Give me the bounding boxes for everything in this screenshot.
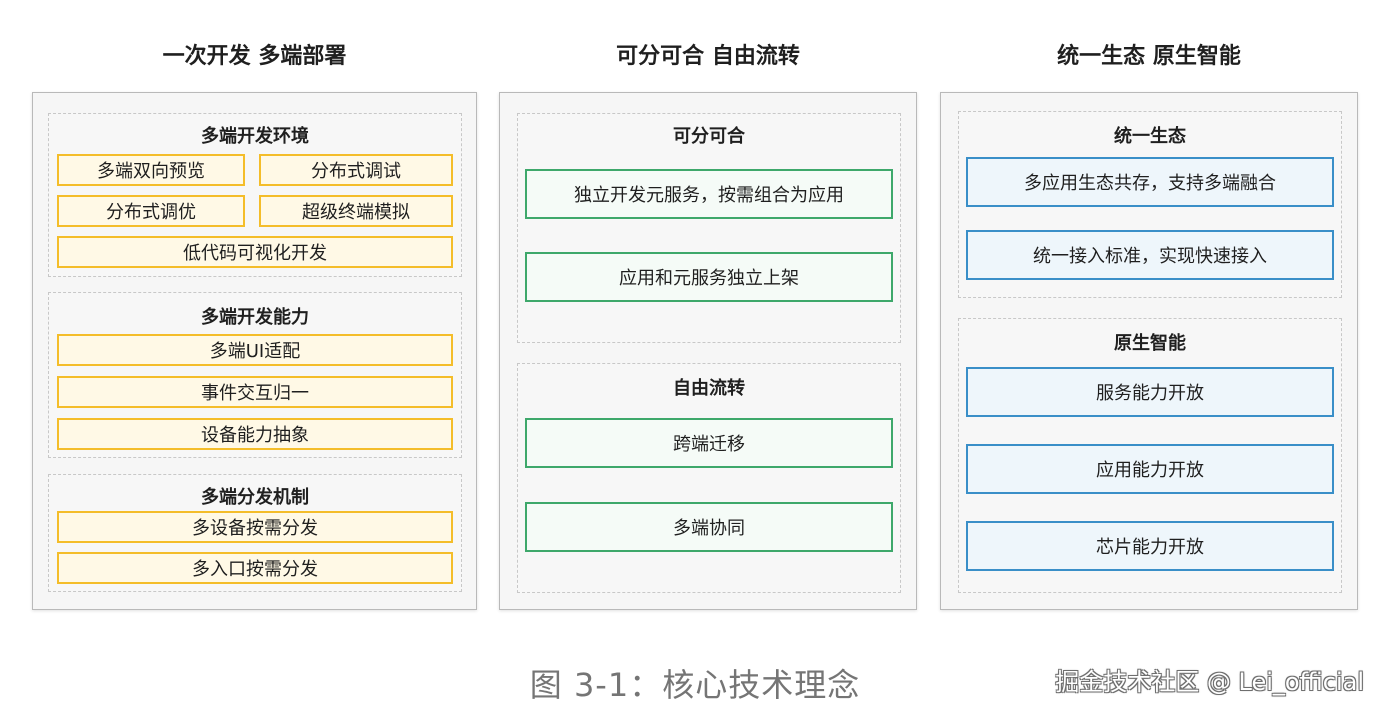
item-chip-capability: 芯片能力开放 bbox=[966, 521, 1334, 571]
column-title-split-flow: 可分可合 自由流转 bbox=[616, 44, 800, 69]
group-title: 可分可合 bbox=[673, 126, 745, 147]
figure-caption: 图 3-1：核心技术理念 bbox=[529, 666, 861, 704]
item-ui-adapt: 多端UI适配 bbox=[57, 334, 453, 366]
item-multi-preview: 多端双向预览 bbox=[57, 154, 245, 186]
panel-dev-deploy: 多端开发环境 多端双向预览 分布式调试 分布式调优 超级终端模拟 低代码可视化开… bbox=[32, 92, 477, 610]
item-distributed-tuning: 分布式调优 bbox=[57, 195, 245, 227]
group-native-ai: 原生智能 服务能力开放 应用能力开放 芯片能力开放 bbox=[958, 318, 1342, 593]
group-title: 多端开发环境 bbox=[201, 126, 309, 147]
watermark: 掘金技术社区 @ Lei_official bbox=[1055, 668, 1364, 696]
group-dev-environment: 多端开发环境 多端双向预览 分布式调试 分布式调优 超级终端模拟 低代码可视化开… bbox=[48, 113, 462, 277]
item-independent-publish: 应用和元服务独立上架 bbox=[525, 252, 893, 302]
column-title-dev-deploy: 一次开发 多端部署 bbox=[162, 44, 347, 69]
item-app-capability: 应用能力开放 bbox=[966, 444, 1334, 494]
panel-split-flow: 可分可合 独立开发元服务，按需组合为应用 应用和元服务独立上架 自由流转 跨端迁… bbox=[499, 92, 917, 610]
column-title-ecosystem-ai: 统一生态 原生智能 bbox=[1057, 44, 1241, 69]
item-device-abstract: 设备能力抽象 bbox=[57, 418, 453, 450]
item-low-code: 低代码可视化开发 bbox=[57, 236, 453, 268]
item-atomic-service-dev: 独立开发元服务，按需组合为应用 bbox=[525, 169, 893, 219]
group-title: 多端分发机制 bbox=[201, 487, 309, 508]
item-event-unify: 事件交互归一 bbox=[57, 376, 453, 408]
item-ecosystem-coexist: 多应用生态共存，支持多端融合 bbox=[966, 157, 1334, 207]
group-title: 统一生态 bbox=[1114, 126, 1186, 147]
group-split-combine: 可分可合 独立开发元服务，按需组合为应用 应用和元服务独立上架 bbox=[517, 113, 901, 343]
item-multi-device-distribution: 多设备按需分发 bbox=[57, 511, 453, 543]
panel-ecosystem-ai: 统一生态 多应用生态共存，支持多端融合 统一接入标准，实现快速接入 原生智能 服… bbox=[940, 92, 1358, 610]
group-distribution: 多端分发机制 多设备按需分发 多入口按需分发 bbox=[48, 474, 462, 592]
item-super-terminal-sim: 超级终端模拟 bbox=[259, 195, 453, 227]
group-title: 自由流转 bbox=[673, 378, 745, 399]
group-title: 原生智能 bbox=[1114, 333, 1186, 354]
group-dev-capability: 多端开发能力 多端UI适配 事件交互归一 设备能力抽象 bbox=[48, 292, 462, 458]
item-multi-device-collab: 多端协同 bbox=[525, 502, 893, 552]
group-title: 多端开发能力 bbox=[201, 307, 309, 328]
item-service-capability: 服务能力开放 bbox=[966, 367, 1334, 417]
group-unified-ecosystem: 统一生态 多应用生态共存，支持多端融合 统一接入标准，实现快速接入 bbox=[958, 111, 1342, 298]
item-distributed-debug: 分布式调试 bbox=[259, 154, 453, 186]
item-multi-entry-distribution: 多入口按需分发 bbox=[57, 552, 453, 584]
item-unified-access: 统一接入标准，实现快速接入 bbox=[966, 230, 1334, 280]
group-free-flow: 自由流转 跨端迁移 多端协同 bbox=[517, 363, 901, 593]
item-cross-device-migration: 跨端迁移 bbox=[525, 418, 893, 468]
